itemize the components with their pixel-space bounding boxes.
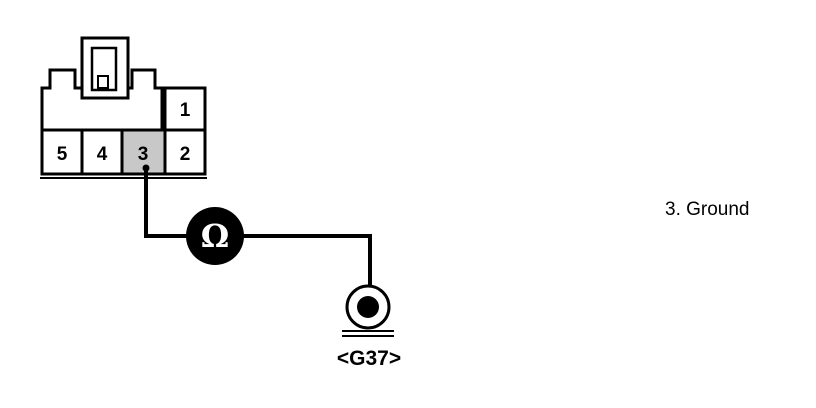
test-lead-wire — [144, 168, 372, 286]
ohmmeter-body — [186, 207, 244, 265]
legend-text: 3. Ground — [665, 199, 750, 220]
pin-label-2: 2 — [180, 144, 191, 165]
pin-cell-1 — [163, 86, 207, 132]
ohmmeter-icon: Ω — [186, 207, 244, 265]
pin-cell-2 — [163, 128, 207, 176]
ground-code-label: <G37> — [337, 347, 401, 370]
pin-label-1: 1 — [180, 100, 191, 121]
pin-label-3: 3 — [138, 144, 149, 165]
connector: 1 2 3 4 5 — [40, 36, 207, 179]
ohmmeter-symbol: Ω — [201, 217, 229, 255]
pin-label-5: 5 — [57, 144, 68, 165]
ground-inner-dot — [357, 296, 379, 318]
ground-point-icon — [342, 284, 394, 337]
connector-shoulder-outline — [40, 68, 164, 130]
pin-label-4: 4 — [97, 144, 108, 165]
connector-latch-nub — [97, 75, 109, 89]
pin-cell-5 — [40, 128, 84, 176]
